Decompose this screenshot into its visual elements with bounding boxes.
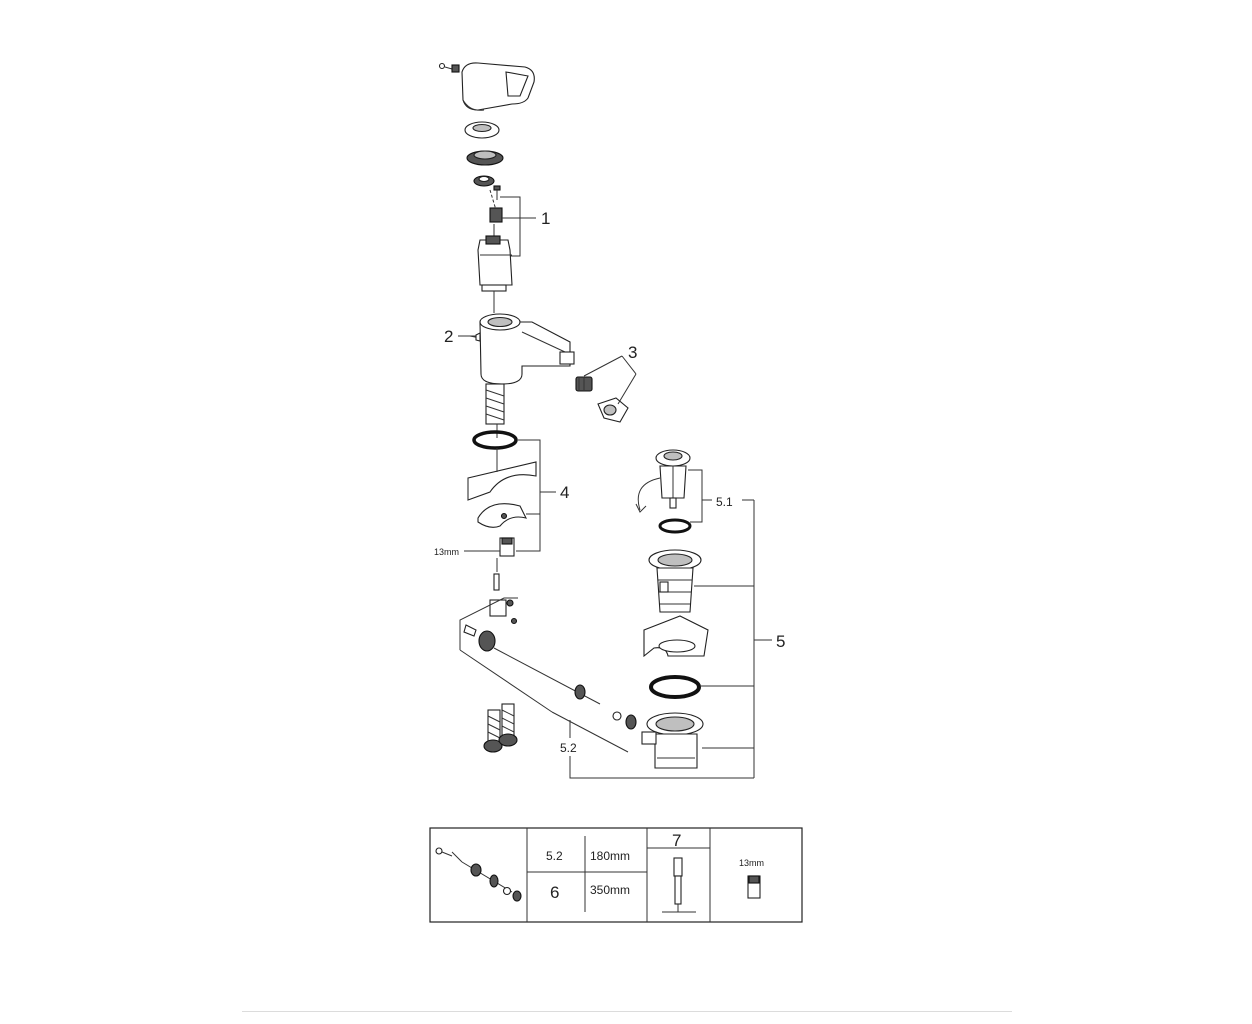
waste-o-ring [649, 675, 701, 699]
aerator [575, 376, 593, 392]
footer-divider [242, 1011, 1012, 1012]
callout-5.1: 5.1 [716, 495, 733, 509]
callout-5.2-bracket [551, 711, 754, 779]
cap-ring [464, 121, 500, 139]
legend-cell-7: 7 [672, 831, 681, 850]
fixing-studs [483, 703, 518, 753]
mounting-plate [467, 448, 537, 501]
linkage-bracket [459, 597, 553, 713]
callout-3: 3 [628, 343, 637, 362]
callout-4: 4 [560, 483, 569, 502]
adapter [489, 189, 503, 223]
waste-flange [648, 549, 702, 613]
callout-5.1-bracket [688, 469, 754, 523]
legend-cell-350mm: 350mm [590, 883, 630, 897]
plug-seal [658, 518, 692, 534]
legend-cell-6: 6 [550, 883, 559, 902]
pivot-rod [478, 630, 637, 730]
pop-up-plug [635, 449, 691, 513]
lift-rod [493, 558, 500, 591]
mixer-body [469, 313, 575, 385]
callout-3-bracket [583, 355, 637, 405]
screw [493, 185, 501, 200]
swivel-tip [597, 397, 629, 423]
legend-table [429, 827, 803, 923]
legend-linkage-icon [435, 847, 522, 902]
sink-cutout [643, 615, 709, 658]
callout-4-bracket [516, 439, 556, 552]
legend-key-tool-icon [662, 857, 696, 913]
callout-5.2: 5.2 [560, 741, 577, 755]
callout-5-bracket [694, 500, 772, 778]
mounting-nut [499, 537, 515, 557]
legend-cell-5.2: 5.2 [546, 849, 563, 863]
small-nut [473, 175, 495, 187]
lever-handle [438, 62, 535, 111]
mounting-o-ring [472, 430, 518, 450]
legend-nut-icon [747, 875, 761, 899]
threaded-nut [466, 150, 504, 166]
horseshoe-washer [477, 503, 528, 528]
cartridge [477, 224, 513, 313]
callout-1: 1 [541, 209, 550, 228]
legend-cell-180mm: 180mm [590, 849, 630, 863]
wrench-size-label: 13mm [434, 547, 459, 557]
legend-cell-13mm: 13mm [739, 858, 764, 868]
flex-hoses [485, 383, 505, 438]
callout-5: 5 [776, 632, 785, 651]
callout-2: 2 [444, 327, 453, 346]
waste-body [641, 712, 704, 769]
linkage-clamp [463, 599, 518, 637]
callout-1-bracket [500, 196, 536, 257]
